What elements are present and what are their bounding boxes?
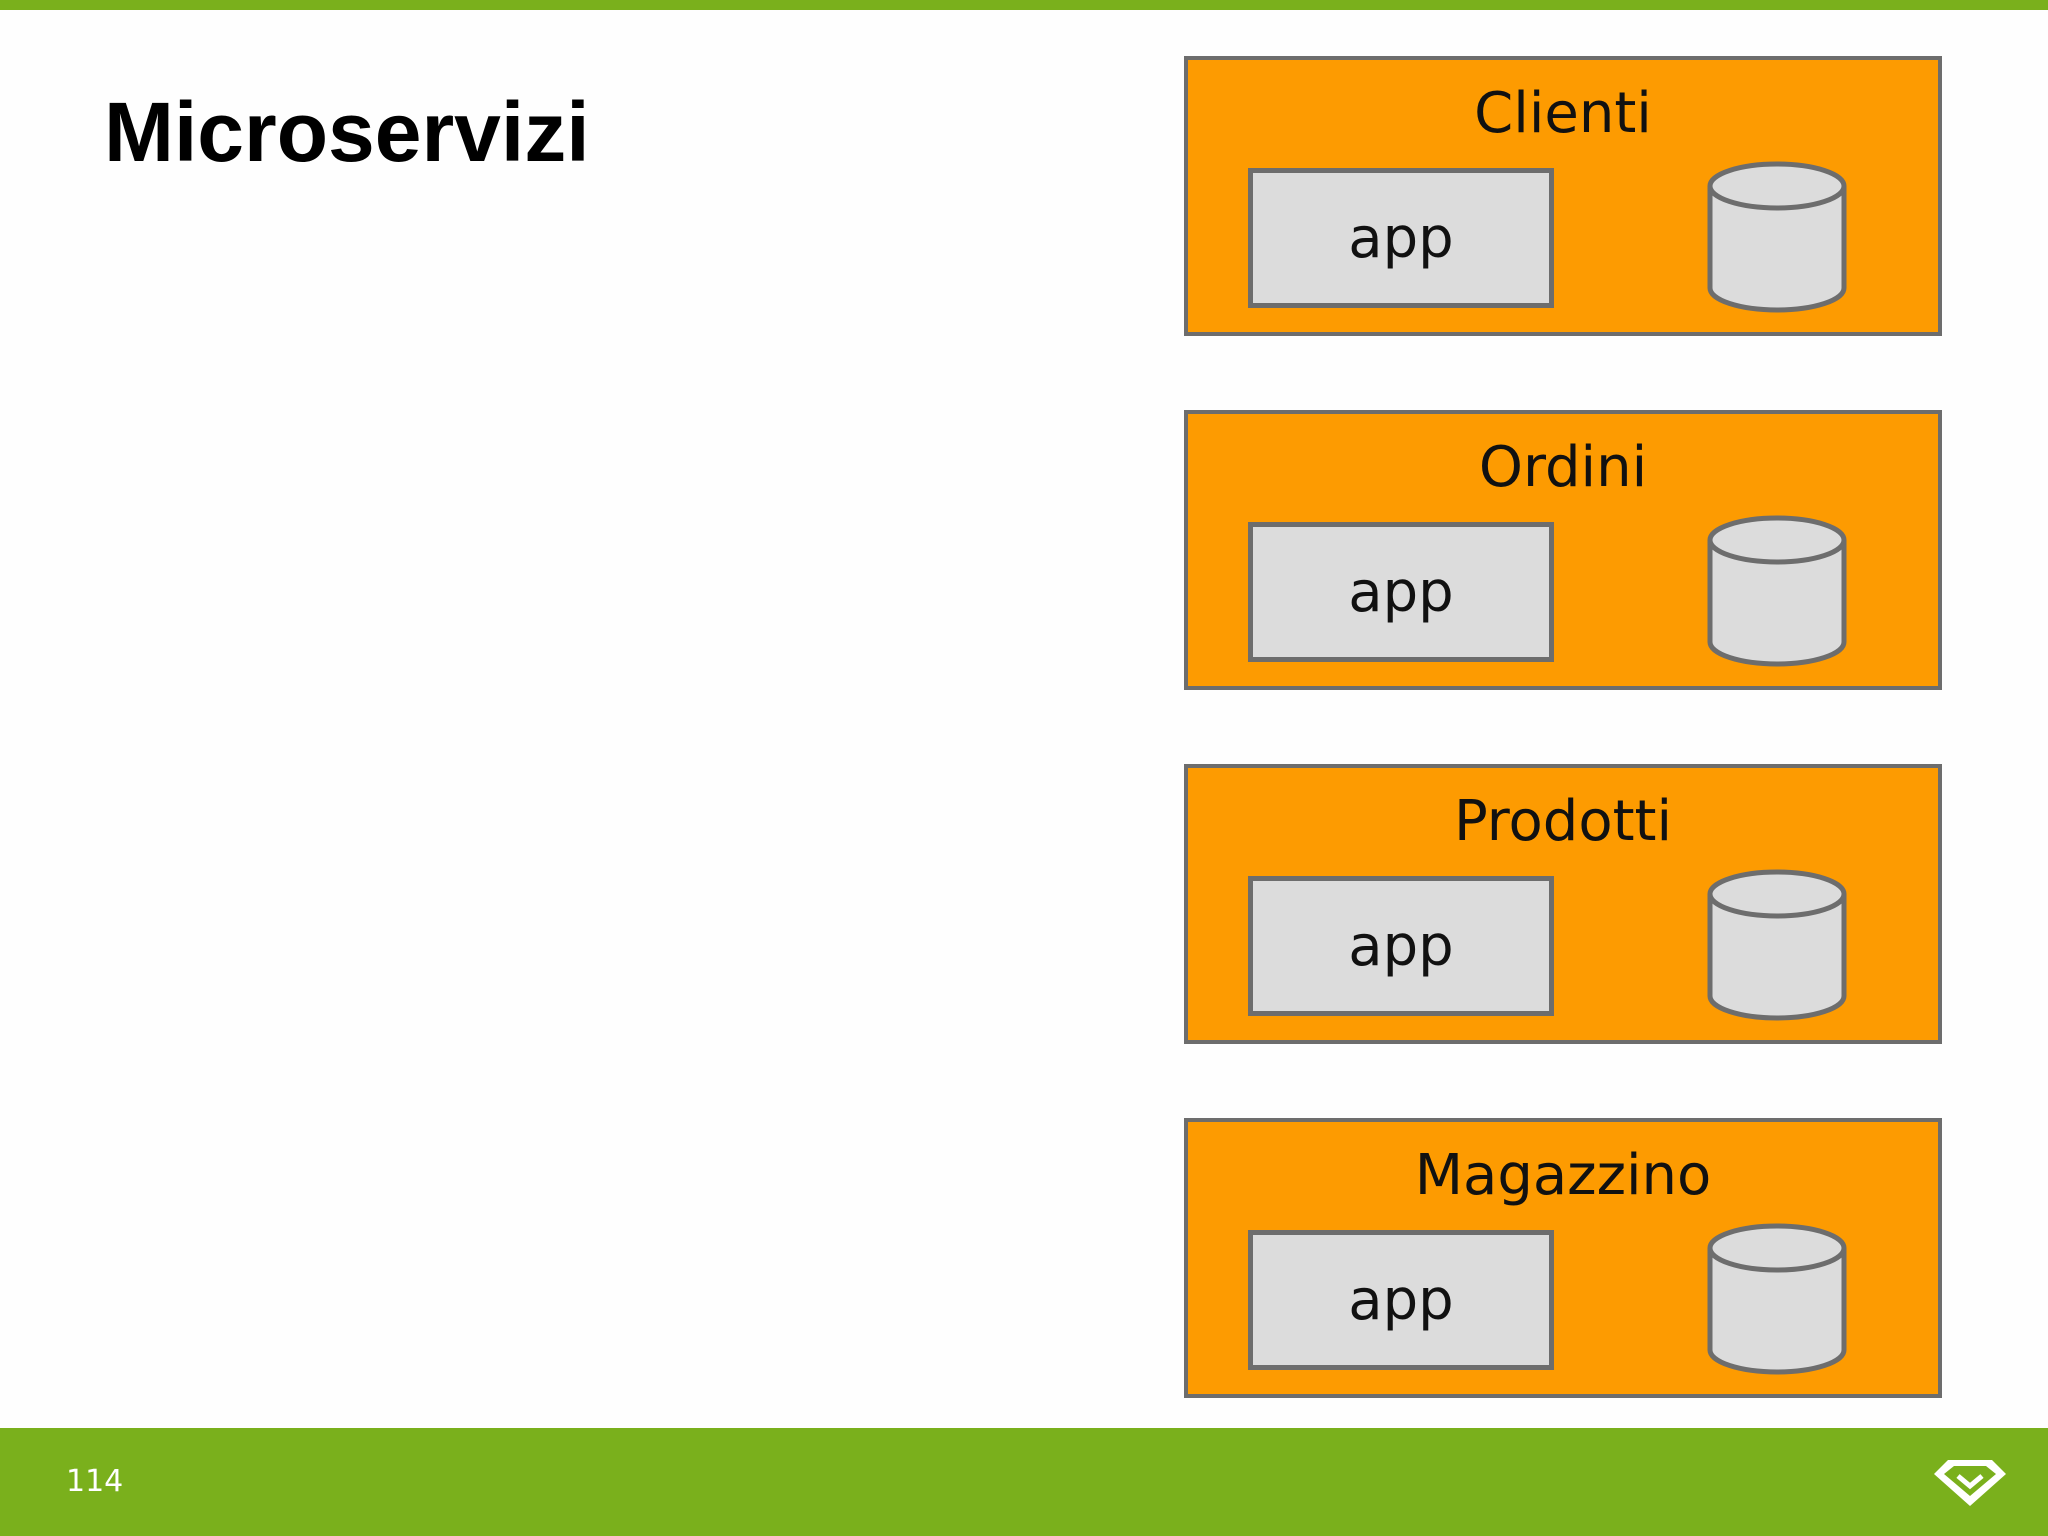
footer-bar: 114 [0, 1428, 2048, 1536]
service-box-clienti: Clienti app [1184, 56, 1942, 336]
database-icon [1707, 1223, 1847, 1375]
app-box: app [1248, 876, 1554, 1016]
diamond-logo-icon [1934, 1460, 2006, 1506]
service-name: Clienti [1474, 81, 1652, 146]
database-icon [1707, 869, 1847, 1021]
service-name: Magazzino [1414, 1143, 1712, 1208]
service-box-prodotti: Prodotti app [1184, 764, 1942, 1044]
slide-title: Microservizi [104, 85, 590, 179]
service-name: Prodotti [1453, 789, 1673, 854]
database-icon [1707, 161, 1847, 313]
service-box-ordini: Ordini app [1184, 410, 1942, 690]
app-box: app [1248, 1230, 1554, 1370]
top-accent-bar [0, 0, 2048, 10]
database-icon [1707, 515, 1847, 667]
app-box: app [1248, 522, 1554, 662]
page-number: 114 [66, 1464, 124, 1499]
service-box-magazzino: Magazzino app [1184, 1118, 1942, 1398]
service-name: Ordini [1478, 435, 1648, 500]
app-box: app [1248, 168, 1554, 308]
